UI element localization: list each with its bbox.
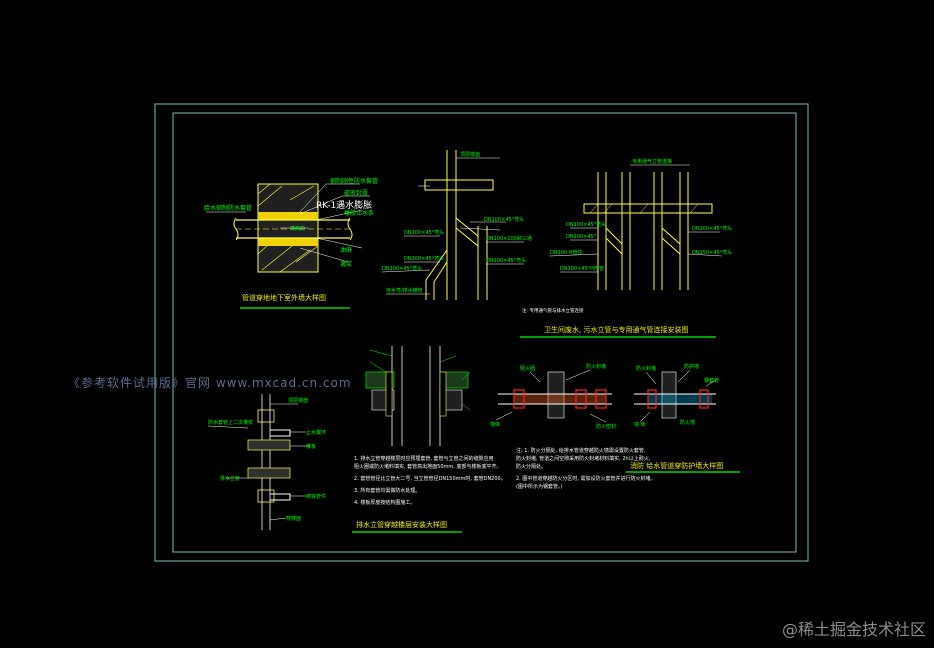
floor-slab-vent	[583, 203, 713, 214]
label-seal-7: 防火封堵	[636, 365, 656, 372]
label-fire-sealant: 防火密封	[596, 423, 616, 430]
label-secondary-grout: 防水套管上二次灌浆	[208, 419, 253, 426]
label-rigid-sleeve: 钢制刚性防水套管	[330, 177, 378, 185]
floor-slab-left	[247, 439, 291, 451]
panel-drain-stack-connection: 顶层楼面 DN100×45°弯头 DN100×45°弯头 DN100×100斜三…	[381, 150, 532, 300]
panel3-title: 卫生间废水, 污水立管与专用通气管连接安装图	[544, 325, 688, 334]
trial-watermark: 《参考软件试用版》官网 www.mxcad.cn.com	[68, 376, 352, 390]
wall-block-6	[547, 371, 565, 419]
panel5-title: 排水立管穿越楼层安装大样图	[356, 520, 447, 529]
label-protective-wall: 防护墙	[684, 363, 699, 370]
sleeve-bottom	[258, 238, 318, 246]
panel5-note-3: 2. 套管管径比立管大二号, 当立管管径DN150mm时, 套管DN200。	[354, 475, 506, 482]
label-rubber-strip: 橡胶止水条	[344, 209, 374, 217]
label-top-floor: 顶层楼面	[460, 151, 480, 158]
wall-block-7	[661, 371, 677, 419]
panel6-note-3: 防火分隔处。	[516, 463, 546, 470]
label-water-sleeve: 给水钢制防水套管	[204, 204, 252, 212]
panel5-note-1: 1. 排水立管穿越楼层时应预埋套管, 套管与立管之间的缝隙应用	[354, 455, 494, 462]
panel6-note-1: 注: 1. 防火分隔处, 给排水管道穿越防火墙需设置防火套管,	[516, 447, 646, 454]
panel-fire-wall-sleeve: 阻火圈 防火封堵 墙体 防火密封 注: 1. 防火分隔处, 给排水管道穿越防火墙…	[490, 363, 656, 490]
label-elbow-2: DN100×45°弯头	[404, 229, 444, 236]
panel5-note-5: 4. 楼板厚度按结构图施工。	[354, 499, 415, 506]
panel-wall-sleeve-detail: 钢制刚性防水套管 嵌密封膏 RK-1遇水膨胀 橡胶止水条 给水钢制防水套管 填实…	[204, 177, 378, 309]
label-fire-wall-7: 防火墙	[680, 419, 695, 426]
label-stack: 排水立管	[220, 475, 240, 482]
label-vent-connect: 专用通气立管连接	[632, 158, 672, 165]
sleeve-top	[258, 212, 318, 220]
label-wall-body-7: 墙 体	[634, 421, 646, 428]
label-elbow-4: DN100×45°弯头	[486, 257, 526, 264]
panel-riser-floor-detail: 顶层楼面 防水套管上二次灌浆 止水翼环 楼板 排水立管 铸铁管件 穿楼面	[207, 394, 326, 530]
label-fill: 填实的	[290, 225, 305, 232]
floor-slab-left-2	[247, 467, 291, 479]
label-elbow-5: DN100×45°弯头	[382, 265, 422, 272]
label-hemp: 油麻	[340, 246, 352, 254]
site-watermark: @稀土掘金技术社区	[781, 620, 926, 639]
panel1-title: 管道穿地地下室外墙大样图	[242, 293, 326, 302]
label-vent-h: DN100 H管件	[550, 249, 582, 256]
panel3-note: 注: 专用通气管与排水立管连接	[522, 307, 584, 314]
floor-slab	[424, 179, 494, 191]
label-steel-sleeve-7: 钢套管	[704, 377, 719, 384]
label-sealant: 嵌密封膏	[344, 189, 368, 197]
label-vent-elbow-2: DN100×45°	[566, 234, 597, 240]
panel-protective-wall: 防火封堵 防护墙 钢套管 防火墙 墙 体 消防 给水管道穿防护墙大样图	[626, 363, 740, 473]
label-trap: 存水弯/排水横管	[386, 287, 423, 294]
label-wall-6: 墙体	[490, 421, 500, 428]
label-rk1: RK-1遇水膨胀	[316, 199, 372, 211]
panel7-title: 消防 给水管道穿防护墙大样图	[630, 461, 723, 470]
inner-frame	[172, 112, 797, 553]
label-fire-ring: 阻火圈	[520, 365, 535, 372]
panel6-note-4: 2. 图中管道穿越防火分区时, 需加设防火套管并进行防火封堵。	[516, 475, 656, 482]
label-elbow-1: DN100×45°弯头	[484, 216, 524, 223]
panel6-note-2: 防火封堵, 管道之间空隙采用防火封堵材料填实, 2h以上耐火,	[516, 455, 651, 462]
label-slab: 楼板	[306, 443, 316, 450]
label-elbow-3: DN100×45°弯头	[404, 255, 444, 262]
label-vent-elbow-4: DN150×45°弯头	[692, 249, 732, 256]
panel5-note-4: 3. 所有套管均需做防水处理。	[354, 487, 420, 494]
label-tee: DN100×100斜三通	[486, 235, 532, 242]
panel-riser-through-floor: 1. 排水立管穿越楼层时应预埋套管, 套管与立管之间的缝隙应用 阻火圈或防火堵料…	[352, 346, 506, 533]
panel6-note-5: (图中所示为钢套管。)	[516, 483, 562, 490]
label-cast-iron: 铸铁管件	[306, 493, 326, 500]
label-vent-elbow-3: DN100×45°弯头	[692, 225, 732, 232]
label-through-floor: 穿楼面	[286, 515, 301, 522]
label-fire-seal: 防火封堵	[586, 363, 606, 370]
label-water-ring: 止水翼环	[306, 429, 326, 436]
panel5-note-2: 阻火圈或防火堵料填实, 套管高出地面50mm, 底部与楼板底平齐。	[354, 463, 501, 470]
label-top-floor-left: 顶层楼面	[288, 397, 308, 404]
outer-frame	[154, 103, 809, 562]
label-grout: 灌浆	[340, 260, 352, 268]
label-vent-elbow-1: DN100×45°弯头	[566, 221, 606, 228]
label-vent-hpipe: DN100×45°H形管	[560, 265, 604, 272]
panel-vent-stack-connection: 专用通气立管连接 DN100×45°弯头 DN100×45° DN100×45°…	[520, 158, 732, 338]
